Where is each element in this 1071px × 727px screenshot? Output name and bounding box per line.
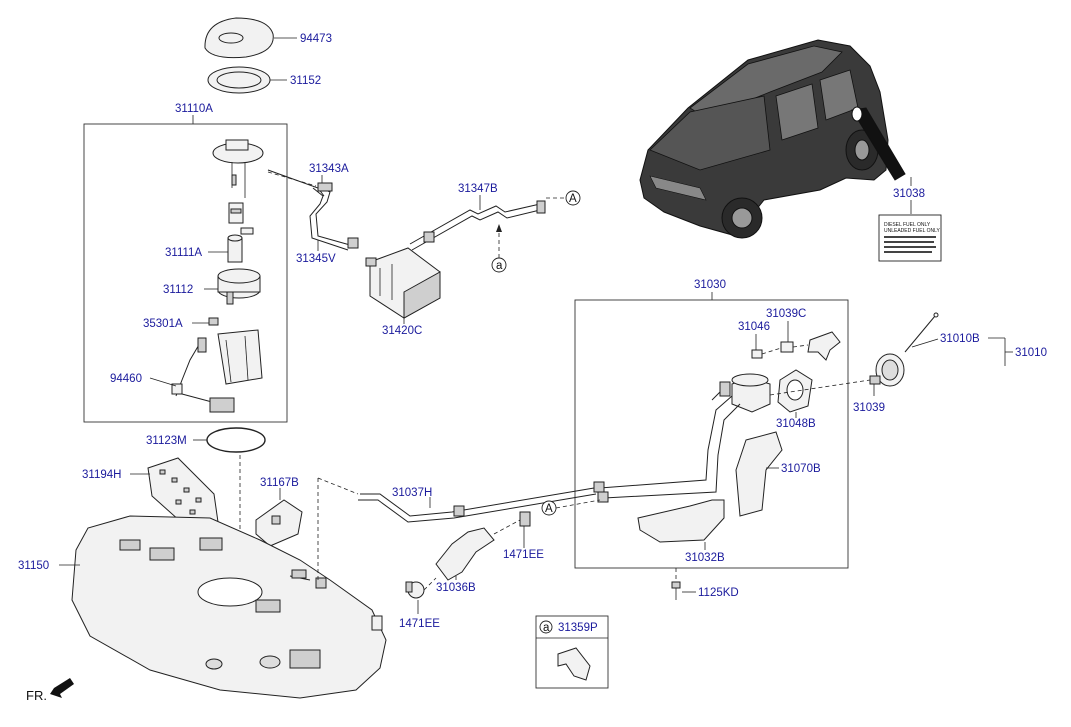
part-31037H-hose[interactable]: [358, 487, 597, 523]
assembly-box-31110A: [83, 123, 288, 423]
part-filler-neck-pipe[interactable]: [593, 373, 771, 503]
label-31036B: 31036B: [436, 582, 476, 594]
svg-text:DIESEL FUEL ONLY: DIESEL FUEL ONLY: [884, 222, 931, 228]
label-94473: 94473: [300, 33, 332, 45]
part-1471EE-clamp-b[interactable]: [405, 581, 425, 599]
part-35301A-clip[interactable]: [208, 317, 219, 326]
part-31038-fuel-label-decal[interactable]: DIESEL FUEL ONLY UNLEADED FUEL ONLY: [878, 214, 942, 262]
label-1471EE-a: 1471EE: [503, 549, 544, 561]
part-94460-sender[interactable]: [171, 329, 263, 413]
part-31345V-connector[interactable]: [347, 237, 359, 249]
front-arrow-icon: [50, 678, 74, 698]
part-31046-grommet[interactable]: [751, 349, 763, 359]
part-94473-pad[interactable]: [204, 17, 274, 59]
label-31112: 31112: [163, 284, 193, 296]
part-31039C-clip[interactable]: [780, 341, 794, 353]
label-31038: 31038: [893, 188, 925, 200]
part-31420C-canister[interactable]: [365, 247, 441, 319]
label-31123M: 31123M: [146, 435, 187, 447]
label-31343A: 31343A: [309, 163, 349, 175]
label-31167B: 31167B: [260, 477, 299, 489]
label-1125KD: 1125KD: [698, 587, 739, 599]
label-94460: 94460: [110, 373, 142, 385]
label-31032B: 31032B: [685, 552, 725, 564]
front-direction-label: FR.: [26, 688, 47, 703]
part-31036B-hose[interactable]: [435, 527, 495, 581]
part-filler-bracket[interactable]: [807, 331, 841, 361]
callout-A-top: A: [565, 190, 581, 206]
callout-A-bottom: A: [541, 500, 557, 516]
label-31010: 31010: [1015, 347, 1047, 359]
label-31046: 31046: [738, 321, 770, 333]
callout-a-top: a: [491, 257, 507, 273]
label-31110A: 31110A: [175, 103, 213, 115]
label-31359P: 31359P: [558, 622, 598, 634]
part-31032B-shield[interactable]: [637, 499, 725, 543]
part-31123M-o-ring[interactable]: [206, 427, 266, 453]
part-31167B-bracket[interactable]: [255, 499, 303, 547]
part-31152-lock-ring[interactable]: [207, 66, 271, 94]
part-31343A-hose[interactable]: [267, 169, 351, 251]
part-31359P-clip[interactable]: [557, 647, 591, 681]
part-31010B-fuel-cap[interactable]: [875, 312, 939, 387]
part-31112-pump[interactable]: [217, 268, 261, 305]
svg-text:UNLEADED FUEL ONLY: UNLEADED FUEL ONLY: [884, 228, 941, 234]
svg-text:a: a: [496, 260, 503, 272]
callout-a-inset: a: [539, 620, 553, 634]
part-31070B-cover[interactable]: [735, 431, 783, 517]
vehicle-illustration: [639, 39, 906, 239]
label-31111A: 31111A: [165, 247, 202, 259]
part-31111A-filter[interactable]: [227, 227, 254, 263]
label-31150: 31150: [18, 560, 49, 572]
label-31194H: 31194H: [82, 469, 121, 481]
label-31048B: 31048B: [776, 418, 816, 430]
part-1125KD-bolt[interactable]: [671, 581, 681, 600]
label-1471EE-b: 1471EE: [399, 618, 440, 630]
svg-text:A: A: [569, 193, 577, 205]
part-31150-fuel-tank[interactable]: [71, 515, 387, 699]
label-31070B: 31070B: [781, 463, 821, 475]
label-31039: 31039: [853, 402, 885, 414]
part-1471EE-clamp-a[interactable]: [519, 511, 531, 527]
svg-text:a: a: [543, 622, 550, 634]
label-31345V: 31345V: [296, 253, 336, 265]
part-fuel-pump-small[interactable]: [228, 202, 244, 224]
label-31347B: 31347B: [458, 183, 498, 195]
inset-box-31359P: [535, 615, 609, 689]
label-31010B: 31010B: [940, 333, 980, 345]
part-31048B-gasket[interactable]: [777, 369, 813, 413]
label-31037H: 31037H: [392, 487, 432, 499]
svg-text:A: A: [545, 503, 553, 515]
part-31039-clip[interactable]: [869, 375, 881, 385]
part-pump-flange[interactable]: [212, 139, 264, 198]
label-31039C: 31039C: [766, 308, 806, 320]
label-31420C: 31420C: [382, 325, 422, 337]
label-31030: 31030: [694, 279, 726, 291]
label-31152: 31152: [290, 75, 321, 87]
part-31347B-hose[interactable]: [409, 200, 546, 251]
assembly-box-31030: [574, 299, 849, 569]
label-35301A: 35301A: [143, 318, 183, 330]
